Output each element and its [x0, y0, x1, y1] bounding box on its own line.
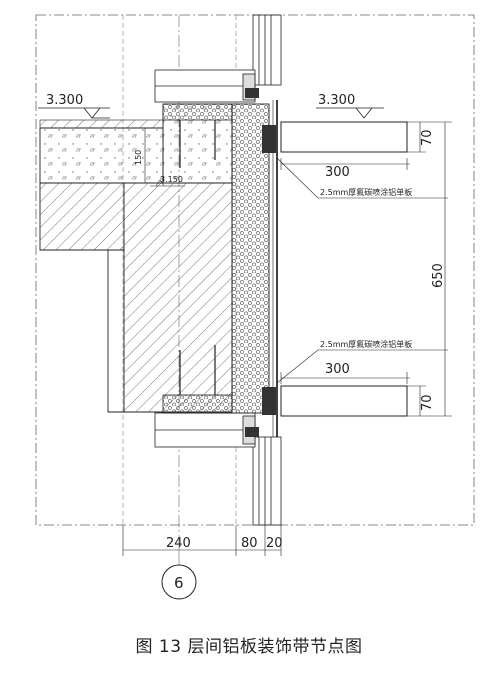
decorative-fin-top	[280, 121, 408, 153]
window-frame-lower	[154, 412, 256, 448]
decorative-fin-bottom	[280, 385, 408, 417]
curtain-wall-mullion	[252, 14, 282, 526]
air-gap-label: 20	[266, 536, 283, 551]
dim-lines-band	[426, 121, 452, 417]
panel-note-top: 2.5mm厚氟碳喷涂铝单板	[320, 187, 412, 197]
insulation-layer	[231, 103, 270, 414]
elevation-right-label: 3.300	[318, 93, 355, 108]
panel-note-bottom: 2.5mm厚氟碳喷涂铝单板	[320, 339, 412, 349]
elevation-marker-right	[316, 107, 384, 119]
insulation-sill	[162, 394, 233, 414]
top-projection-label: 300	[325, 165, 350, 180]
floor-slab	[39, 127, 164, 184]
elevation-marker-beam	[150, 179, 185, 187]
elevation-marker-left	[38, 107, 110, 119]
axis-bubble	[161, 564, 197, 600]
leader-lines	[276, 157, 448, 384]
bottom-projection-label: 300	[325, 362, 350, 377]
figure-caption: 图 13 层间铝板装饰带节点图	[135, 637, 363, 657]
dim-lines-top-panel	[280, 121, 426, 170]
axis-label: 6	[174, 574, 184, 592]
beam-elevation-label: 3.150	[160, 175, 183, 184]
concrete-beam	[39, 182, 233, 413]
band-height-label: 650	[431, 263, 446, 288]
screed-layer	[39, 119, 164, 129]
anchor-bolts	[179, 120, 216, 395]
top-thickness-label: 70	[420, 129, 435, 146]
beam-depth-label: 150	[134, 150, 143, 165]
wall-thickness-label: 240	[166, 536, 191, 551]
dim-lines-bottom-chain	[122, 525, 282, 556]
bracket-connectors	[245, 88, 276, 437]
elevation-left-label: 3.300	[46, 93, 83, 108]
window-frame-upper	[154, 69, 256, 103]
dim-lines-bottom-panel	[280, 372, 426, 417]
insulation-head	[162, 103, 233, 121]
insulation-thickness-label: 80	[241, 536, 258, 551]
bottom-thickness-label: 70	[420, 394, 435, 411]
